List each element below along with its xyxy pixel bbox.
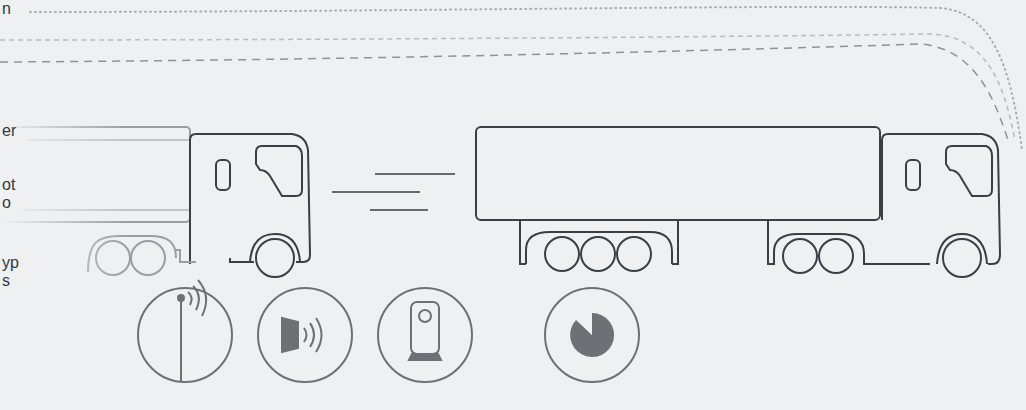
callout-label: n (2, 0, 11, 18)
v2v-icon (138, 288, 232, 382)
lead-truck (476, 127, 1000, 277)
signal-line (30, 7, 1022, 150)
tech-icons (138, 280, 639, 382)
rear-truck (0, 120, 310, 290)
callout-label: er (2, 122, 16, 140)
camera-icon (378, 288, 472, 382)
callout-label: yp s (2, 254, 19, 290)
speed-lines (332, 174, 455, 210)
radar-icon (545, 288, 639, 382)
callout-label: ot o (2, 176, 15, 212)
sensor-icon (258, 288, 352, 382)
